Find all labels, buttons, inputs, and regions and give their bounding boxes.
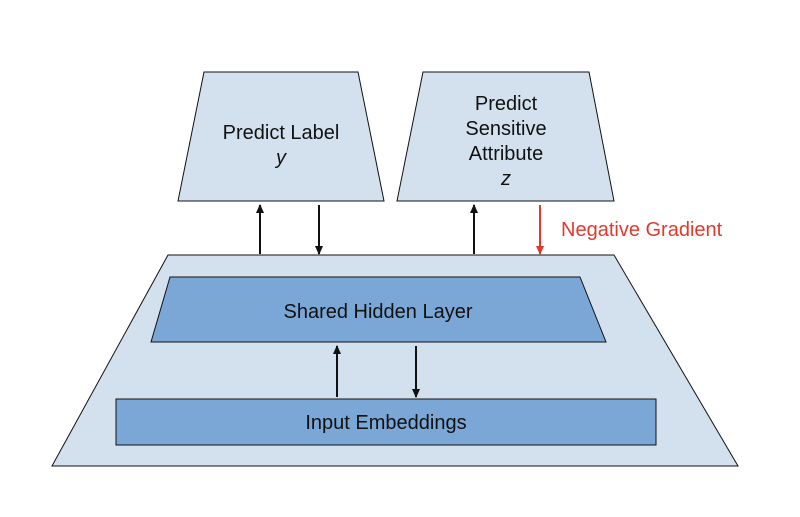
predict-sensitive-head: Predict Sensitive Attribute z xyxy=(396,71,615,202)
shared-hidden-layer-label: Shared Hidden Layer xyxy=(283,301,472,323)
shared-hidden-layer-shape xyxy=(150,276,607,343)
predict-label-variable: y xyxy=(274,147,287,169)
input-embeddings: Input Embeddings xyxy=(115,398,657,446)
predict-sensitive-text-line2: Sensitive xyxy=(465,118,546,140)
predict-label-head: Predict Label y xyxy=(177,71,385,202)
predict-sensitive-text-line1: Predict xyxy=(475,93,538,115)
predict-label-shape xyxy=(177,71,385,202)
shared-hidden-layer: Shared Hidden Layer xyxy=(150,276,607,343)
predict-label-text: Predict Label xyxy=(223,122,340,144)
input-embeddings-label: Input Embeddings xyxy=(305,412,466,434)
predict-sensitive-shape xyxy=(396,71,615,202)
predict-sensitive-variable: z xyxy=(500,168,511,190)
input-embeddings-shape xyxy=(115,398,657,446)
negative-gradient-label: Negative Gradient xyxy=(561,219,723,241)
predict-sensitive-text-line3: Attribute xyxy=(469,143,543,165)
